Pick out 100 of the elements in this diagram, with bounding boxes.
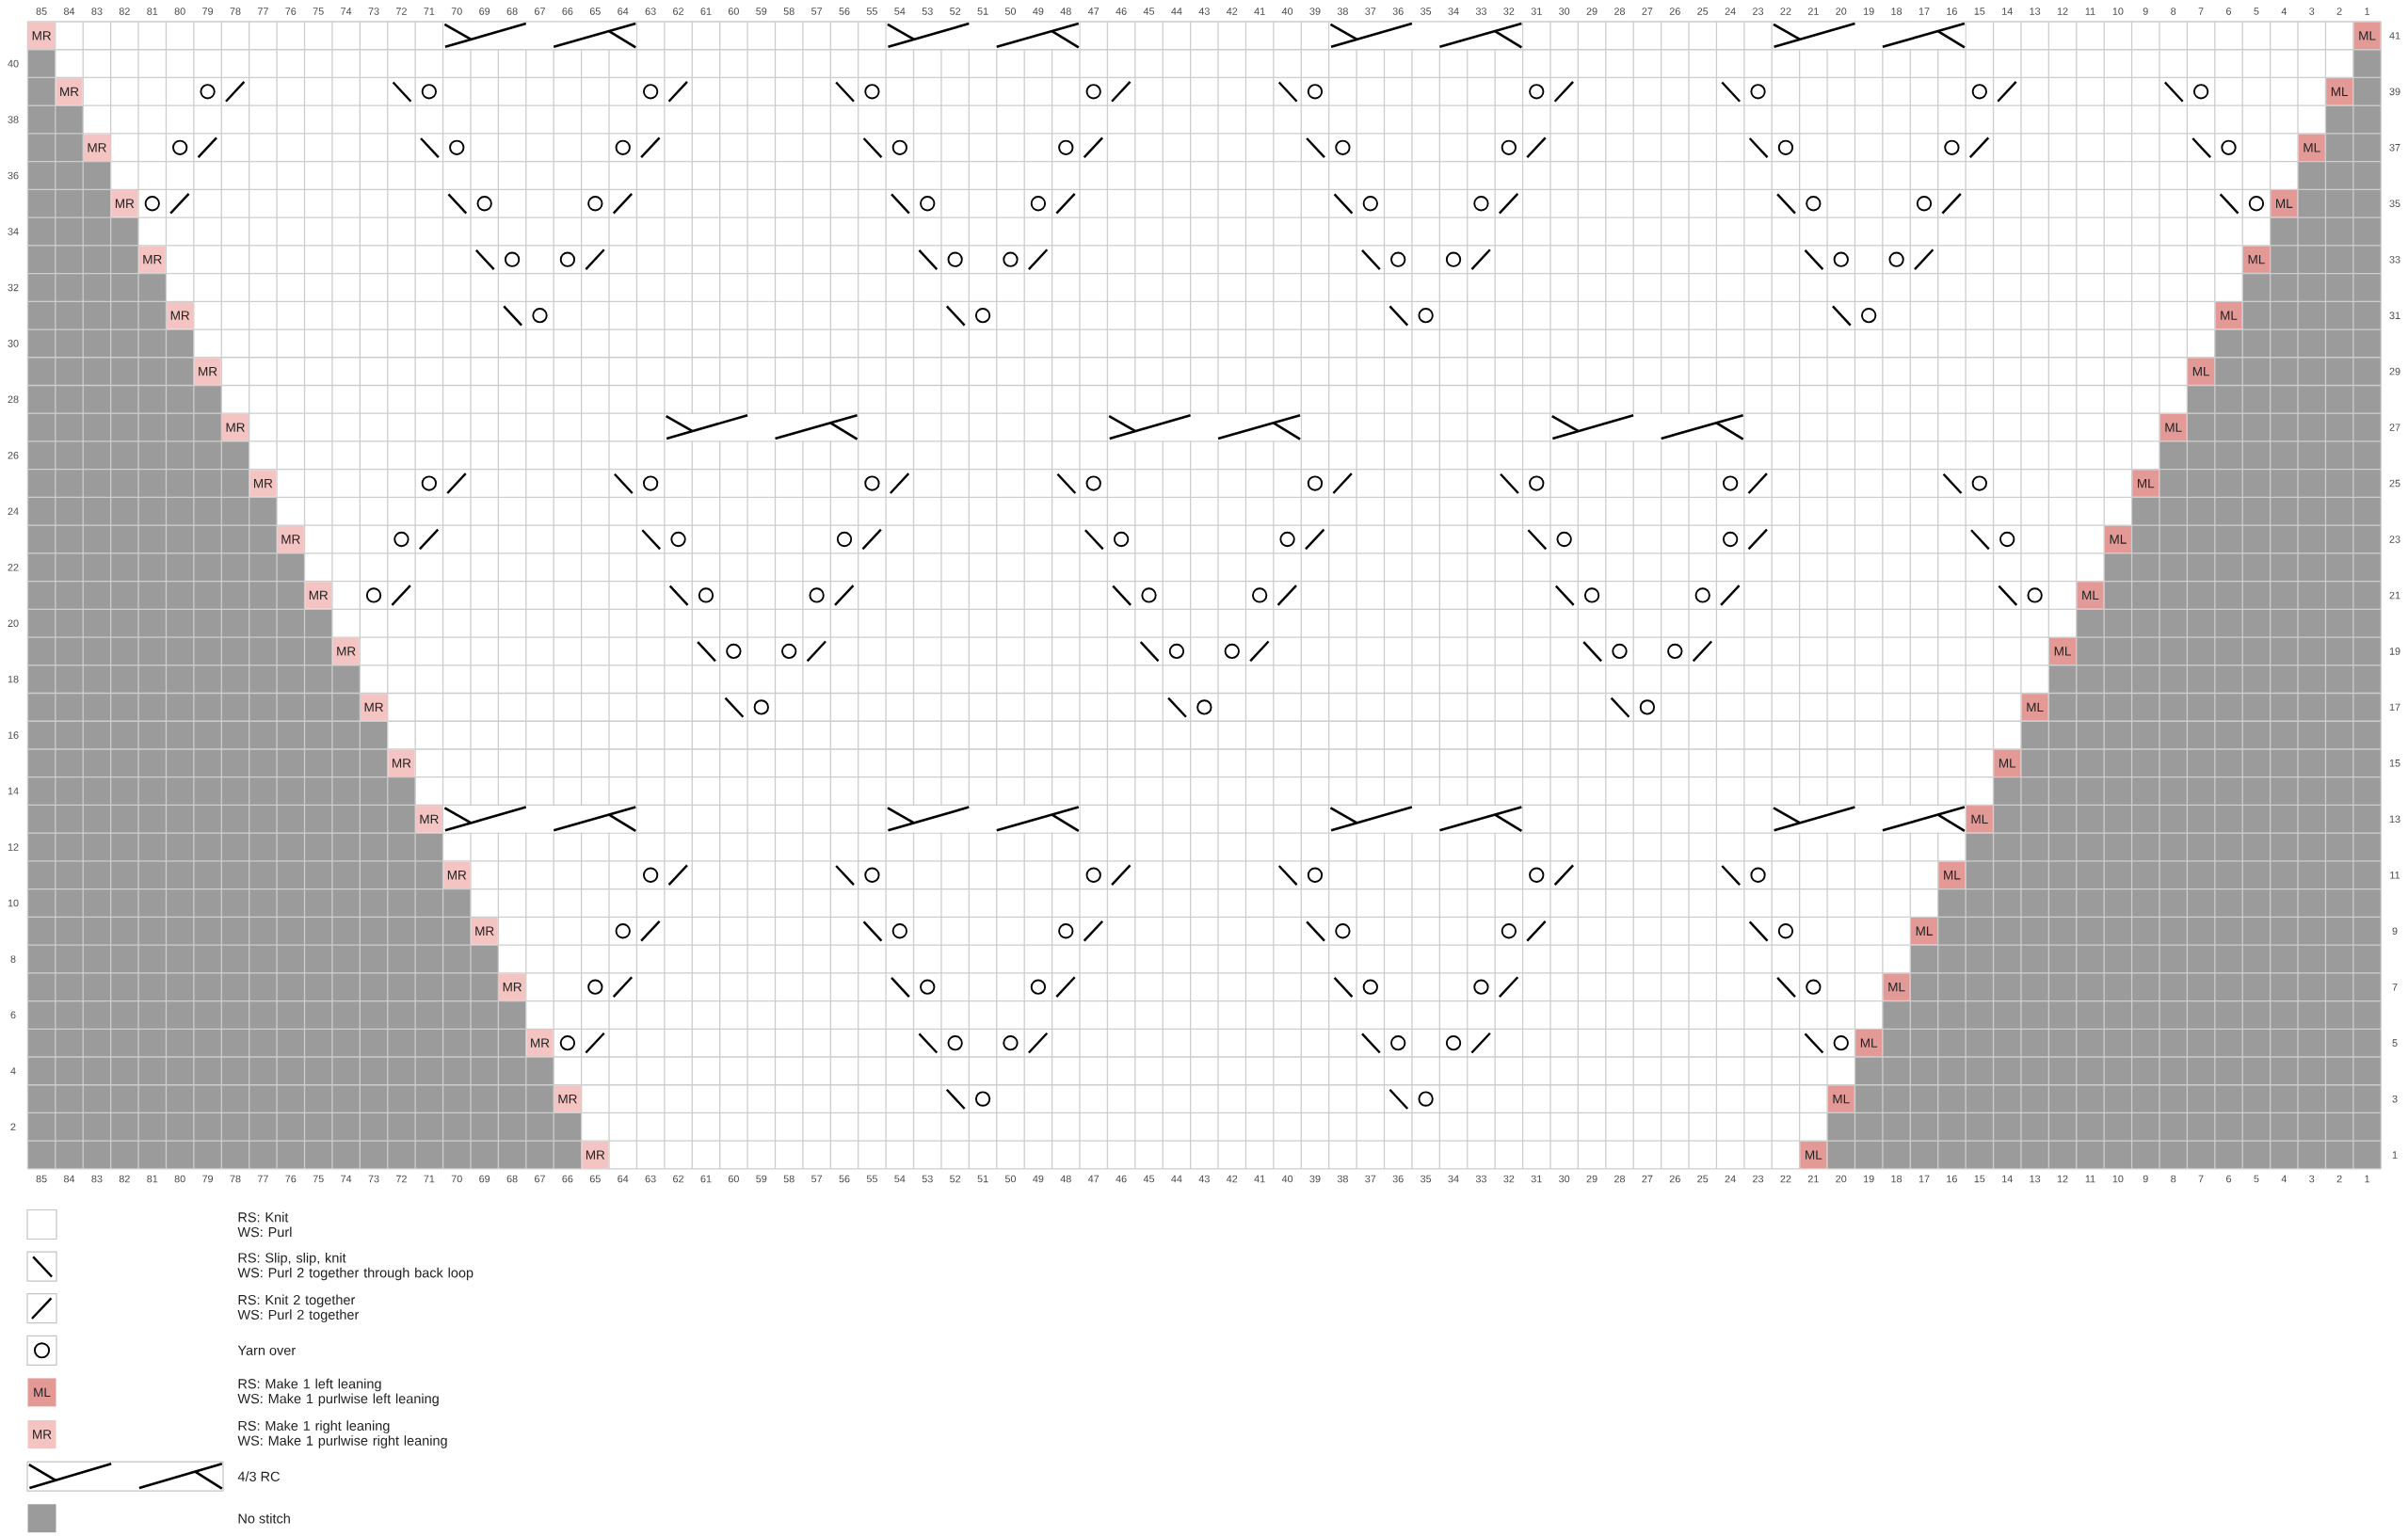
- column-number: 84: [64, 1175, 75, 1183]
- column-number: 75: [313, 8, 324, 15]
- column-number: 32: [1503, 1175, 1515, 1183]
- row-number: 15: [2389, 760, 2400, 767]
- column-number: 6: [2226, 8, 2232, 15]
- column-number: 76: [285, 1175, 297, 1183]
- column-number: 81: [147, 8, 158, 15]
- column-number: 67: [535, 1175, 545, 1183]
- make-one-cell: MR: [443, 861, 471, 888]
- column-number: 57: [811, 1175, 823, 1183]
- column-number: 15: [1974, 1175, 1985, 1183]
- column-number: 70: [451, 1175, 462, 1183]
- row-number: 14: [8, 787, 19, 795]
- row-number: 27: [2389, 424, 2400, 431]
- column-number: 58: [783, 1175, 795, 1183]
- column-number: 65: [589, 1175, 601, 1183]
- column-number: 47: [1087, 8, 1100, 15]
- column-number: 7: [2198, 8, 2204, 15]
- column-number: 49: [1033, 1175, 1044, 1183]
- column-number: 26: [1669, 1175, 1680, 1183]
- column-number: 14: [2002, 8, 2013, 15]
- column-number: 13: [2030, 8, 2041, 15]
- make-one-cell: MR: [582, 1141, 609, 1169]
- row-number: 30: [8, 340, 19, 347]
- column-number: 27: [1642, 1175, 1653, 1183]
- column-number: 8: [2171, 8, 2176, 15]
- column-number: 76: [285, 8, 297, 15]
- column-number: 68: [506, 1175, 518, 1183]
- row-number: 28: [8, 395, 19, 404]
- column-number: 8: [2171, 1175, 2176, 1183]
- column-number: 63: [645, 8, 656, 15]
- row-number: 25: [2389, 479, 2400, 488]
- column-number: 58: [783, 8, 795, 15]
- row-number: 11: [2390, 872, 2400, 879]
- column-number: 51: [977, 8, 988, 15]
- column-number: 68: [506, 8, 518, 15]
- make-one-cell: ML: [1827, 1085, 1854, 1112]
- make-one-cell: ML: [1938, 861, 1966, 888]
- column-number: 4: [2281, 1175, 2287, 1183]
- column-number: 82: [119, 1175, 130, 1183]
- column-number: 21: [1807, 8, 1819, 15]
- column-number: 53: [922, 1175, 933, 1183]
- row-number: 22: [8, 564, 19, 571]
- row-number: 20: [8, 619, 19, 627]
- column-number: 44: [1171, 1175, 1182, 1183]
- column-number: 4: [2281, 8, 2287, 15]
- make-one-cell: ML: [1966, 806, 1993, 833]
- column-number: 25: [1697, 1175, 1709, 1183]
- column-number: 60: [728, 1175, 739, 1183]
- row-number: 16: [8, 731, 19, 739]
- column-number: 80: [174, 1175, 185, 1183]
- column-number: 10: [2112, 1175, 2124, 1183]
- column-number: 71: [424, 1175, 435, 1183]
- row-number: 33: [2389, 255, 2400, 264]
- column-number: 32: [1503, 8, 1515, 15]
- column-number: 57: [811, 8, 823, 15]
- make-one-cell: ML: [1910, 918, 1938, 945]
- row-number: 17: [2389, 703, 2400, 712]
- column-number: 30: [1559, 8, 1570, 15]
- column-number: 55: [866, 1175, 877, 1183]
- column-number: 56: [839, 1175, 850, 1183]
- column-number: 51: [977, 1175, 988, 1183]
- column-number: 15: [1974, 8, 1985, 15]
- column-number: 42: [1227, 8, 1238, 15]
- column-number: 77: [257, 8, 268, 15]
- column-number: 10: [2112, 8, 2124, 15]
- column-number: 6: [2226, 1175, 2232, 1183]
- column-number: 83: [91, 1175, 103, 1183]
- column-number: 64: [618, 8, 629, 15]
- make-one-cell: MR: [138, 246, 166, 273]
- column-number: 75: [313, 1175, 324, 1183]
- make-one-cell: ML: [2242, 246, 2270, 273]
- row-number: 21: [2389, 591, 2400, 600]
- make-one-cell: ML: [2271, 190, 2298, 217]
- make-one-cell: MR: [415, 806, 442, 833]
- column-number: 40: [1281, 1175, 1293, 1183]
- column-number: 31: [1531, 1175, 1542, 1183]
- row-number: 19: [2389, 648, 2400, 655]
- column-number: 59: [756, 1175, 767, 1183]
- column-number: 5: [2254, 1175, 2259, 1183]
- column-number: 50: [1004, 8, 1017, 15]
- make-one-cell: MR: [111, 190, 138, 217]
- column-number: 84: [64, 8, 75, 15]
- column-number: 79: [202, 8, 214, 15]
- row-number: 31: [2389, 312, 2400, 319]
- column-number: 66: [562, 8, 573, 15]
- column-number: 7: [2198, 1175, 2204, 1183]
- column-number: 78: [230, 8, 241, 15]
- make-one-cell: ML: [1800, 1141, 1827, 1169]
- row-number: 35: [2389, 200, 2400, 208]
- row-number: 5: [2392, 1039, 2398, 1047]
- legend-text: Yarn over: [237, 1345, 296, 1355]
- row-number: 10: [8, 899, 19, 907]
- make-one-cell: ML: [2077, 582, 2104, 609]
- column-number: 72: [396, 1175, 407, 1183]
- legend-text: RS: Make 1 right leaning WS: Make 1 purlwise right leaning: [237, 1420, 447, 1448]
- make-one-cell: MR: [499, 973, 526, 1000]
- column-number: 62: [673, 8, 683, 15]
- column-number: 52: [950, 8, 961, 15]
- row-number: 18: [8, 675, 19, 683]
